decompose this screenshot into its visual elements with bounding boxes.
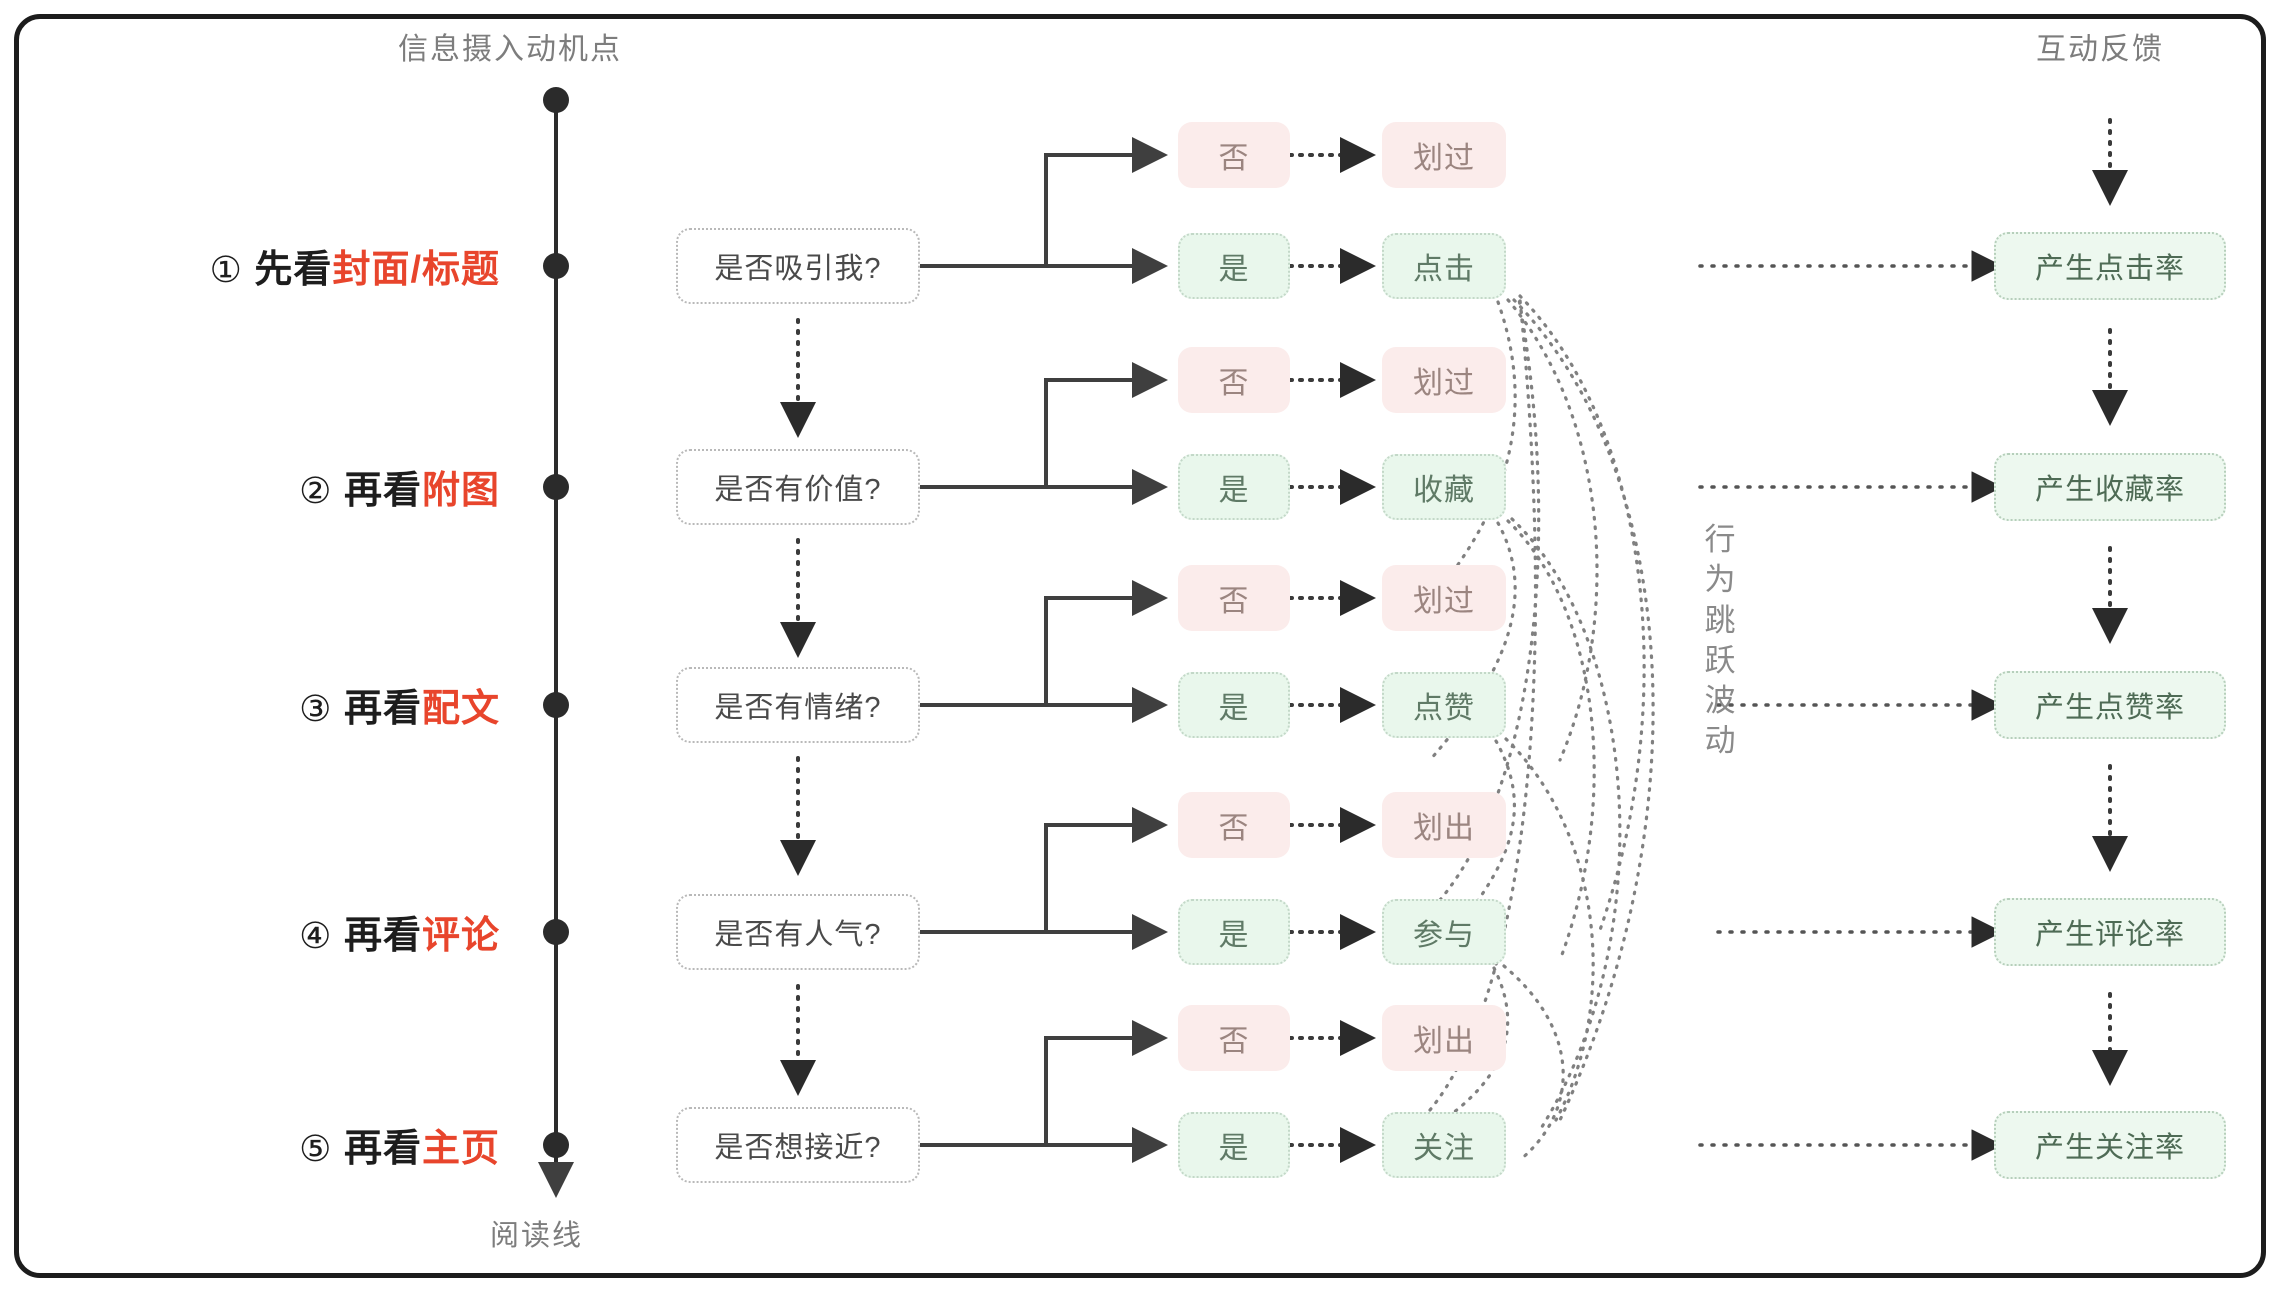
no-chip-1[interactable]: 否	[1178, 122, 1290, 188]
outcome-pill-2[interactable]: 产生收藏率	[1994, 453, 2226, 521]
outcome-pill-3[interactable]: 产生点赞率	[1994, 671, 2226, 739]
yes-chip-3[interactable]: 是	[1178, 672, 1290, 738]
stage-highlight-5: 主页	[421, 1128, 500, 1170]
question-pill-4[interactable]: 是否有人气?	[676, 894, 920, 970]
stage-label-5: ⑤ 再看主页	[60, 1117, 500, 1172]
yes-chip-1[interactable]: 是	[1178, 233, 1290, 299]
annotation-char-3: 跃	[1704, 642, 1736, 678]
feedback-header: 互动反馈	[2036, 33, 2164, 66]
stage-index-4: ④	[299, 915, 333, 956]
stage-prefix-4: 再看	[343, 915, 422, 957]
stage-index-5: ⑤	[299, 1128, 333, 1169]
reading-axis-caption: 阅读线	[490, 1220, 584, 1252]
annotation-char-0: 行	[1704, 522, 1736, 557]
stage-label-3: ③ 再看配文	[60, 677, 500, 732]
outcome-pill-5[interactable]: 产生关注率	[1994, 1111, 2226, 1179]
stage-index-2: ②	[299, 470, 333, 511]
action-chip-negative-3[interactable]: 划过	[1382, 565, 1506, 631]
action-chip-positive-5[interactable]: 关注	[1382, 1112, 1506, 1178]
action-chip-positive-2[interactable]: 收藏	[1382, 454, 1506, 520]
action-chip-negative-4[interactable]: 划出	[1382, 792, 1506, 858]
stage-highlight-1: 封面/标题	[332, 249, 500, 291]
stage-prefix-5: 再看	[343, 1128, 422, 1170]
no-chip-5[interactable]: 否	[1178, 1005, 1290, 1071]
no-chip-2[interactable]: 否	[1178, 347, 1290, 413]
timeline-header: 信息摄入动机点	[398, 33, 622, 66]
question-pill-2[interactable]: 是否有价值?	[676, 449, 920, 525]
action-chip-negative-5[interactable]: 划出	[1382, 1005, 1506, 1071]
outer-frame	[14, 14, 2266, 1278]
action-chip-positive-3[interactable]: 点赞	[1382, 672, 1506, 738]
question-pill-3[interactable]: 是否有情绪?	[676, 667, 920, 743]
yes-chip-2[interactable]: 是	[1178, 454, 1290, 520]
question-pill-1[interactable]: 是否吸引我?	[676, 228, 920, 304]
annotation-char-1: 为	[1704, 562, 1736, 598]
annotation-char-4: 波	[1704, 683, 1736, 719]
stage-highlight-3: 配文	[421, 688, 500, 730]
action-chip-negative-1[interactable]: 划过	[1382, 122, 1506, 188]
yes-chip-5[interactable]: 是	[1178, 1112, 1290, 1178]
stage-index-3: ③	[299, 688, 333, 729]
outcome-pill-4[interactable]: 产生评论率	[1994, 898, 2226, 966]
action-chip-negative-2[interactable]: 划过	[1382, 347, 1506, 413]
stage-prefix-3: 再看	[343, 688, 422, 730]
annotation-char-5: 动	[1704, 723, 1736, 759]
stage-label-2: ② 再看附图	[60, 459, 500, 514]
stage-label-1: ① 先看封面/标题	[60, 238, 500, 293]
stage-highlight-4: 评论	[421, 915, 500, 957]
behavior-jump-annotation: 行 为 跳 跃 波 动	[1700, 520, 1740, 762]
stage-prefix-2: 再看	[343, 470, 422, 512]
yes-chip-4[interactable]: 是	[1178, 899, 1290, 965]
outcome-pill-1[interactable]: 产生点击率	[1994, 232, 2226, 300]
action-chip-positive-4[interactable]: 参与	[1382, 899, 1506, 965]
no-chip-3[interactable]: 否	[1178, 565, 1290, 631]
stage-index-1: ①	[209, 249, 243, 290]
action-chip-positive-1[interactable]: 点击	[1382, 233, 1506, 299]
stage-prefix-1: 先看	[254, 249, 333, 291]
stage-label-4: ④ 再看评论	[60, 904, 500, 959]
no-chip-4[interactable]: 否	[1178, 792, 1290, 858]
stage-highlight-2: 附图	[421, 470, 500, 512]
annotation-char-2: 跳	[1704, 602, 1736, 638]
question-pill-5[interactable]: 是否想接近?	[676, 1107, 920, 1183]
